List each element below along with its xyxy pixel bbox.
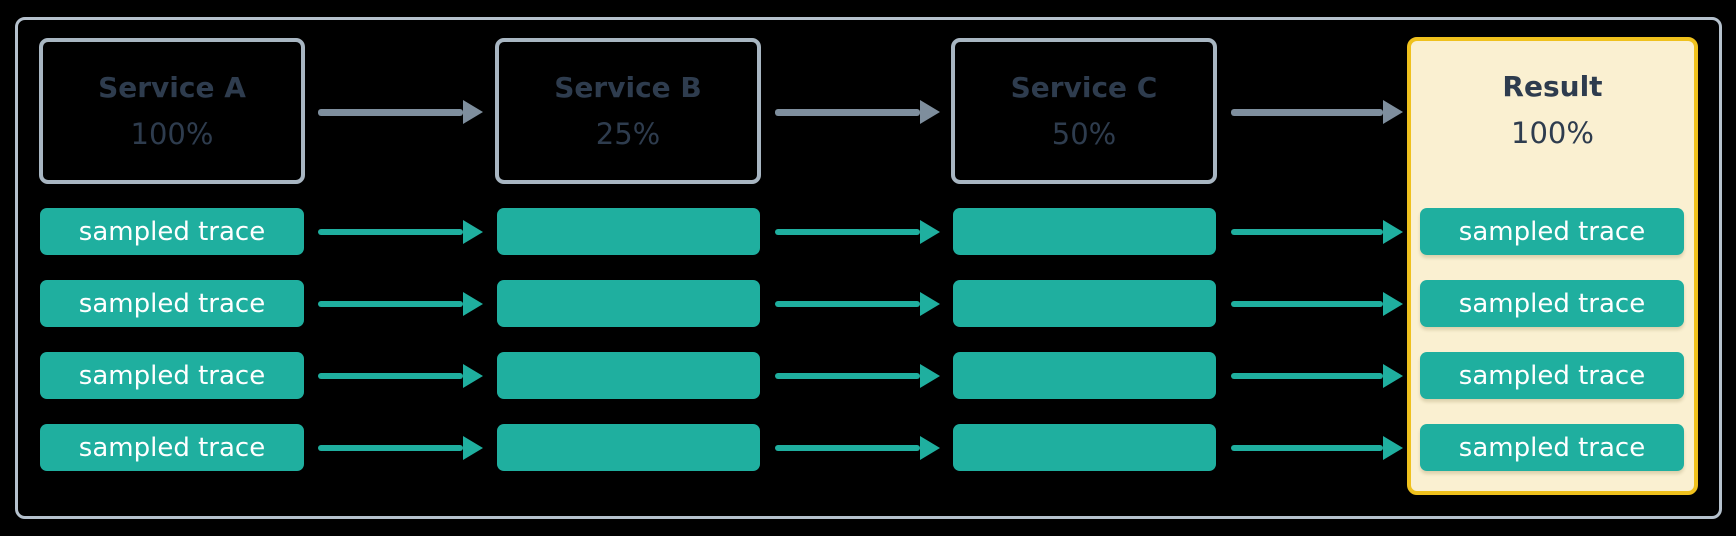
service-b-percent: 25% xyxy=(595,117,661,151)
trace-bar xyxy=(497,352,760,399)
arrow-shaft xyxy=(775,229,920,235)
arrow-head-icon xyxy=(920,292,940,316)
trace-arrow xyxy=(1231,436,1403,460)
arrow-shaft xyxy=(318,373,463,379)
arrow-head-icon xyxy=(1383,292,1403,316)
arrow-head-icon xyxy=(1383,436,1403,460)
service-b-box: Service B 25% xyxy=(495,38,761,184)
service-a-box: Service A 100% xyxy=(39,38,305,184)
arrow-head-icon xyxy=(463,100,483,124)
trace-arrow xyxy=(1231,292,1403,316)
trace-bar xyxy=(497,280,760,327)
trace-arrow xyxy=(318,364,483,388)
arrow-head-icon xyxy=(463,436,483,460)
trace-bar: sampled trace xyxy=(40,208,304,255)
arrow-head-icon xyxy=(463,292,483,316)
trace-bar: sampled trace xyxy=(1420,208,1684,255)
trace-bar xyxy=(953,424,1216,471)
trace-bar xyxy=(953,208,1216,255)
trace-arrow xyxy=(318,292,483,316)
arrow-service-b-to-c xyxy=(775,100,940,124)
trace-bar: sampled trace xyxy=(1420,352,1684,399)
arrow-shaft xyxy=(318,301,463,307)
arrow-shaft xyxy=(775,108,920,116)
arrow-head-icon xyxy=(1383,364,1403,388)
arrow-head-icon xyxy=(920,364,940,388)
arrow-shaft xyxy=(1231,229,1383,235)
arrow-head-icon xyxy=(920,436,940,460)
arrow-shaft xyxy=(775,301,920,307)
trace-bar xyxy=(953,280,1216,327)
service-c-title: Service C xyxy=(1010,71,1158,104)
service-b-title: Service B xyxy=(554,71,702,104)
arrow-head-icon xyxy=(1383,220,1403,244)
result-title: Result xyxy=(1502,70,1603,103)
diagram-outer-frame xyxy=(15,17,1722,519)
trace-bar xyxy=(953,352,1216,399)
arrow-head-icon xyxy=(463,364,483,388)
arrow-shaft xyxy=(775,445,920,451)
arrow-head-icon xyxy=(463,220,483,244)
service-c-box: Service C 50% xyxy=(951,38,1217,184)
arrow-head-icon xyxy=(920,100,940,124)
trace-bar xyxy=(497,208,760,255)
trace-arrow xyxy=(775,364,940,388)
service-c-percent: 50% xyxy=(1051,117,1117,151)
trace-arrow xyxy=(318,436,483,460)
arrow-service-c-to-result xyxy=(1231,100,1403,124)
trace-arrow xyxy=(775,220,940,244)
trace-bar xyxy=(497,424,760,471)
trace-bar: sampled trace xyxy=(40,424,304,471)
arrow-shaft xyxy=(1231,373,1383,379)
trace-bar: sampled trace xyxy=(40,280,304,327)
arrow-shaft xyxy=(318,229,463,235)
arrow-shaft xyxy=(1231,301,1383,307)
trace-arrow xyxy=(775,292,940,316)
trace-arrow xyxy=(1231,364,1403,388)
arrow-shaft xyxy=(1231,108,1383,116)
arrow-shaft xyxy=(318,445,463,451)
service-a-title: Service A xyxy=(98,71,246,104)
arrow-shaft xyxy=(318,108,463,116)
trace-arrow xyxy=(318,220,483,244)
result-percent: 100% xyxy=(1511,116,1594,150)
arrow-service-a-to-b xyxy=(318,100,483,124)
arrow-head-icon xyxy=(1383,100,1403,124)
service-a-percent: 100% xyxy=(130,117,214,151)
result-box: Result 100% xyxy=(1407,37,1698,495)
trace-bar: sampled trace xyxy=(1420,280,1684,327)
trace-bar: sampled trace xyxy=(40,352,304,399)
trace-arrow xyxy=(775,436,940,460)
trace-arrow xyxy=(1231,220,1403,244)
trace-bar: sampled trace xyxy=(1420,424,1684,471)
arrow-shaft xyxy=(1231,445,1383,451)
arrow-shaft xyxy=(775,373,920,379)
arrow-head-icon xyxy=(920,220,940,244)
